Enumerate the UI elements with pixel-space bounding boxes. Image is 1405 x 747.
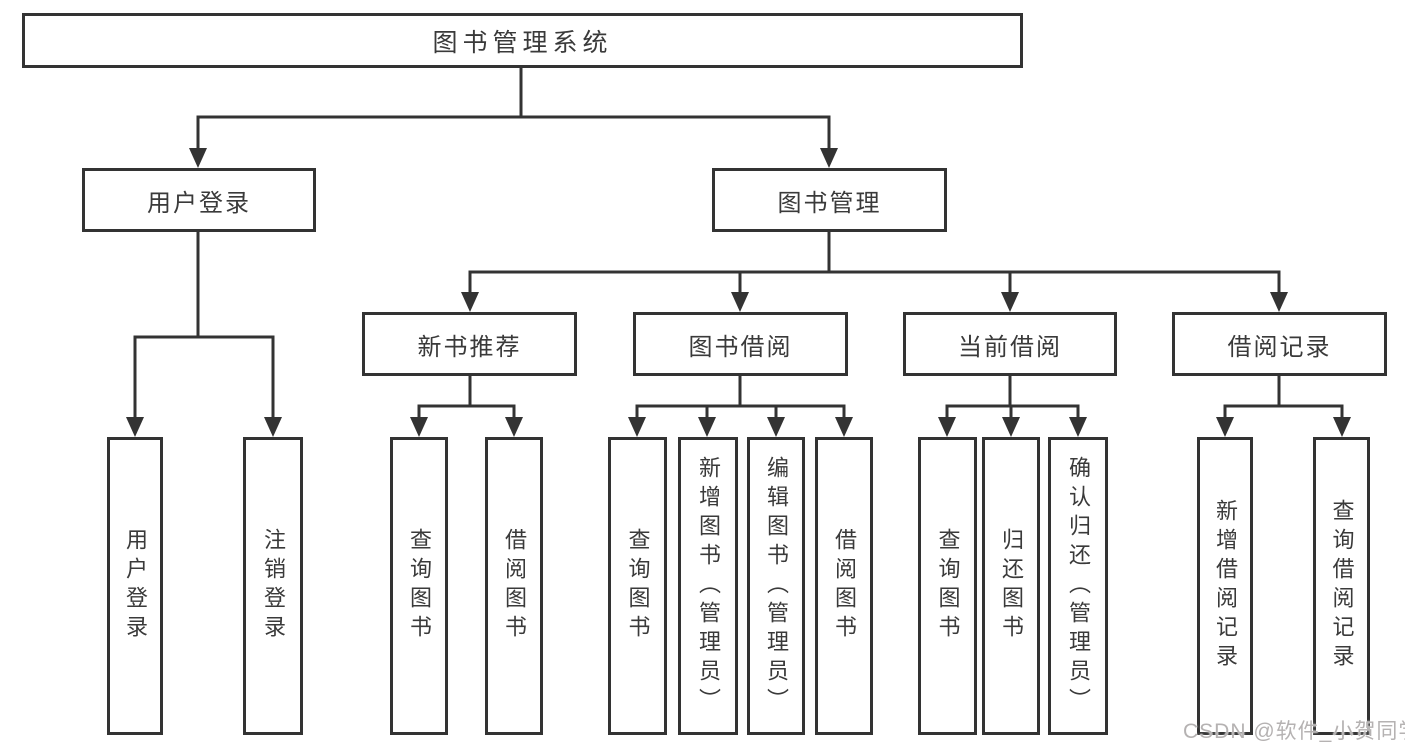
leaf-add-borrow-record: 新增借阅记录 (1197, 437, 1253, 735)
leaf-confirm-return-admin-label: 确认归还（管理员） (1066, 455, 1091, 717)
leaf-add-books-admin-label: 新增图书（管理员） (696, 455, 721, 717)
leaf-confirm-return-admin: 确认归还（管理员） (1048, 437, 1108, 735)
leaf-return-books: 归还图书 (982, 437, 1040, 735)
leaf-borrow-books-1: 借阅图书 (485, 437, 543, 735)
leaf-query-books-3: 查询图书 (918, 437, 977, 735)
node-book-management-label: 图书管理 (777, 189, 882, 217)
leaf-return-books-label: 归还图书 (999, 528, 1024, 644)
node-new-book-recommend: 新书推荐 (362, 312, 577, 376)
node-book-borrowing-label: 图书借阅 (688, 333, 793, 361)
node-user-login-label: 用户登录 (147, 189, 251, 217)
leaf-query-borrow-record: 查询借阅记录 (1313, 437, 1370, 735)
leaf-edit-books-admin-label: 编辑图书（管理员） (764, 455, 789, 717)
leaf-add-borrow-record-label: 新增借阅记录 (1213, 499, 1238, 673)
node-borrow-records: 借阅记录 (1172, 312, 1387, 376)
leaf-query-books-2-label: 查询图书 (625, 528, 651, 644)
leaf-borrow-books-1-label: 借阅图书 (502, 528, 527, 644)
leaf-query-borrow-record-label: 查询借阅记录 (1329, 499, 1355, 673)
leaf-query-books-1-label: 查询图书 (407, 528, 432, 644)
leaf-user-login-label: 用户登录 (123, 528, 148, 644)
leaf-query-books-1: 查询图书 (390, 437, 448, 735)
leaf-add-books-admin: 新增图书（管理员） (678, 437, 738, 735)
leaf-query-books-2: 查询图书 (608, 437, 667, 735)
node-user-login: 用户登录 (82, 168, 316, 232)
leaf-borrow-books-2: 借阅图书 (815, 437, 873, 735)
node-borrow-records-label: 借阅记录 (1227, 333, 1332, 361)
leaf-edit-books-admin: 编辑图书（管理员） (747, 437, 805, 735)
csdn-watermark: CSDN @软件_小贺同学 (1183, 720, 1405, 743)
leaf-user-login: 用户登录 (107, 437, 163, 735)
node-book-borrowing: 图书借阅 (633, 312, 848, 376)
leaf-logout-label: 注销登录 (261, 528, 286, 644)
node-current-borrowing-label: 当前借阅 (958, 333, 1062, 361)
node-root: 图书管理系统 (22, 13, 1023, 68)
node-current-borrowing: 当前借阅 (903, 312, 1117, 376)
leaf-query-books-3-label: 查询图书 (935, 528, 961, 644)
leaf-borrow-books-2-label: 借阅图书 (832, 528, 857, 644)
leaf-logout: 注销登录 (243, 437, 303, 735)
node-new-book-recommend-label: 新书推荐 (417, 333, 522, 361)
node-root-label: 图书管理系统 (432, 28, 613, 57)
node-book-management: 图书管理 (712, 168, 947, 232)
